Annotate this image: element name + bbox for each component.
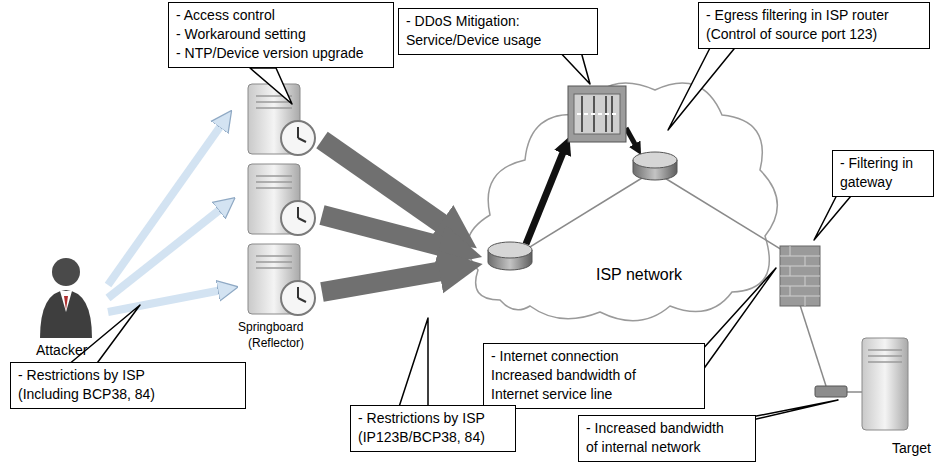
reflector-servers [248, 84, 315, 315]
callout-text: - Filtering in gateway [840, 154, 926, 192]
isp-equipment [488, 86, 795, 270]
callout-box: - Restrictions by ISP (Including BCP38, … [10, 362, 246, 409]
gateway-and-target [780, 246, 908, 430]
callout-box: - DDoS Mitigation: Service/Device usage [398, 8, 598, 55]
callout-text: - Workaround setting [176, 25, 387, 44]
attack-arrows [322, 140, 448, 292]
callout-text: - Egress filtering in ISP router (Contro… [706, 6, 922, 44]
attacker-icon [40, 258, 92, 338]
figure-label: Target [892, 440, 931, 456]
command-arrows [108, 124, 222, 312]
callout-box: - Access control- Workaround setting- NT… [168, 2, 394, 68]
callout-text: - NTP/Device version upgrade [176, 44, 387, 63]
callout-text: - Increased bandwidth of internal networ… [586, 419, 738, 457]
isp-cloud [467, 83, 777, 321]
callout-text: - DDoS Mitigation: Service/Device usage [406, 12, 588, 50]
callout-box: - Internet connection Increased bandwidt… [483, 343, 705, 409]
callout-text: - Restrictions by ISP (IP123B/BCP38, 84) [358, 409, 509, 447]
figure-label: Attacker [36, 342, 87, 358]
callout-text: - Internet connection Increased bandwidt… [491, 347, 669, 404]
callout-box: - Increased bandwidth of internal networ… [578, 415, 756, 462]
callout-box: - Restrictions by ISP (IP123B/BCP38, 84) [350, 405, 516, 452]
callout-box: - Filtering in gateway [832, 150, 934, 197]
figure-label: Springboard [238, 320, 303, 334]
callout-text: - Access control [176, 6, 387, 25]
callout-box: - Egress filtering in ISP router (Contro… [698, 2, 930, 49]
figure-label: (Reflector) [248, 336, 304, 350]
figure-label: ISP network [596, 266, 682, 284]
callout-text: - Restrictions by ISP (Including BCP38, … [18, 366, 190, 404]
